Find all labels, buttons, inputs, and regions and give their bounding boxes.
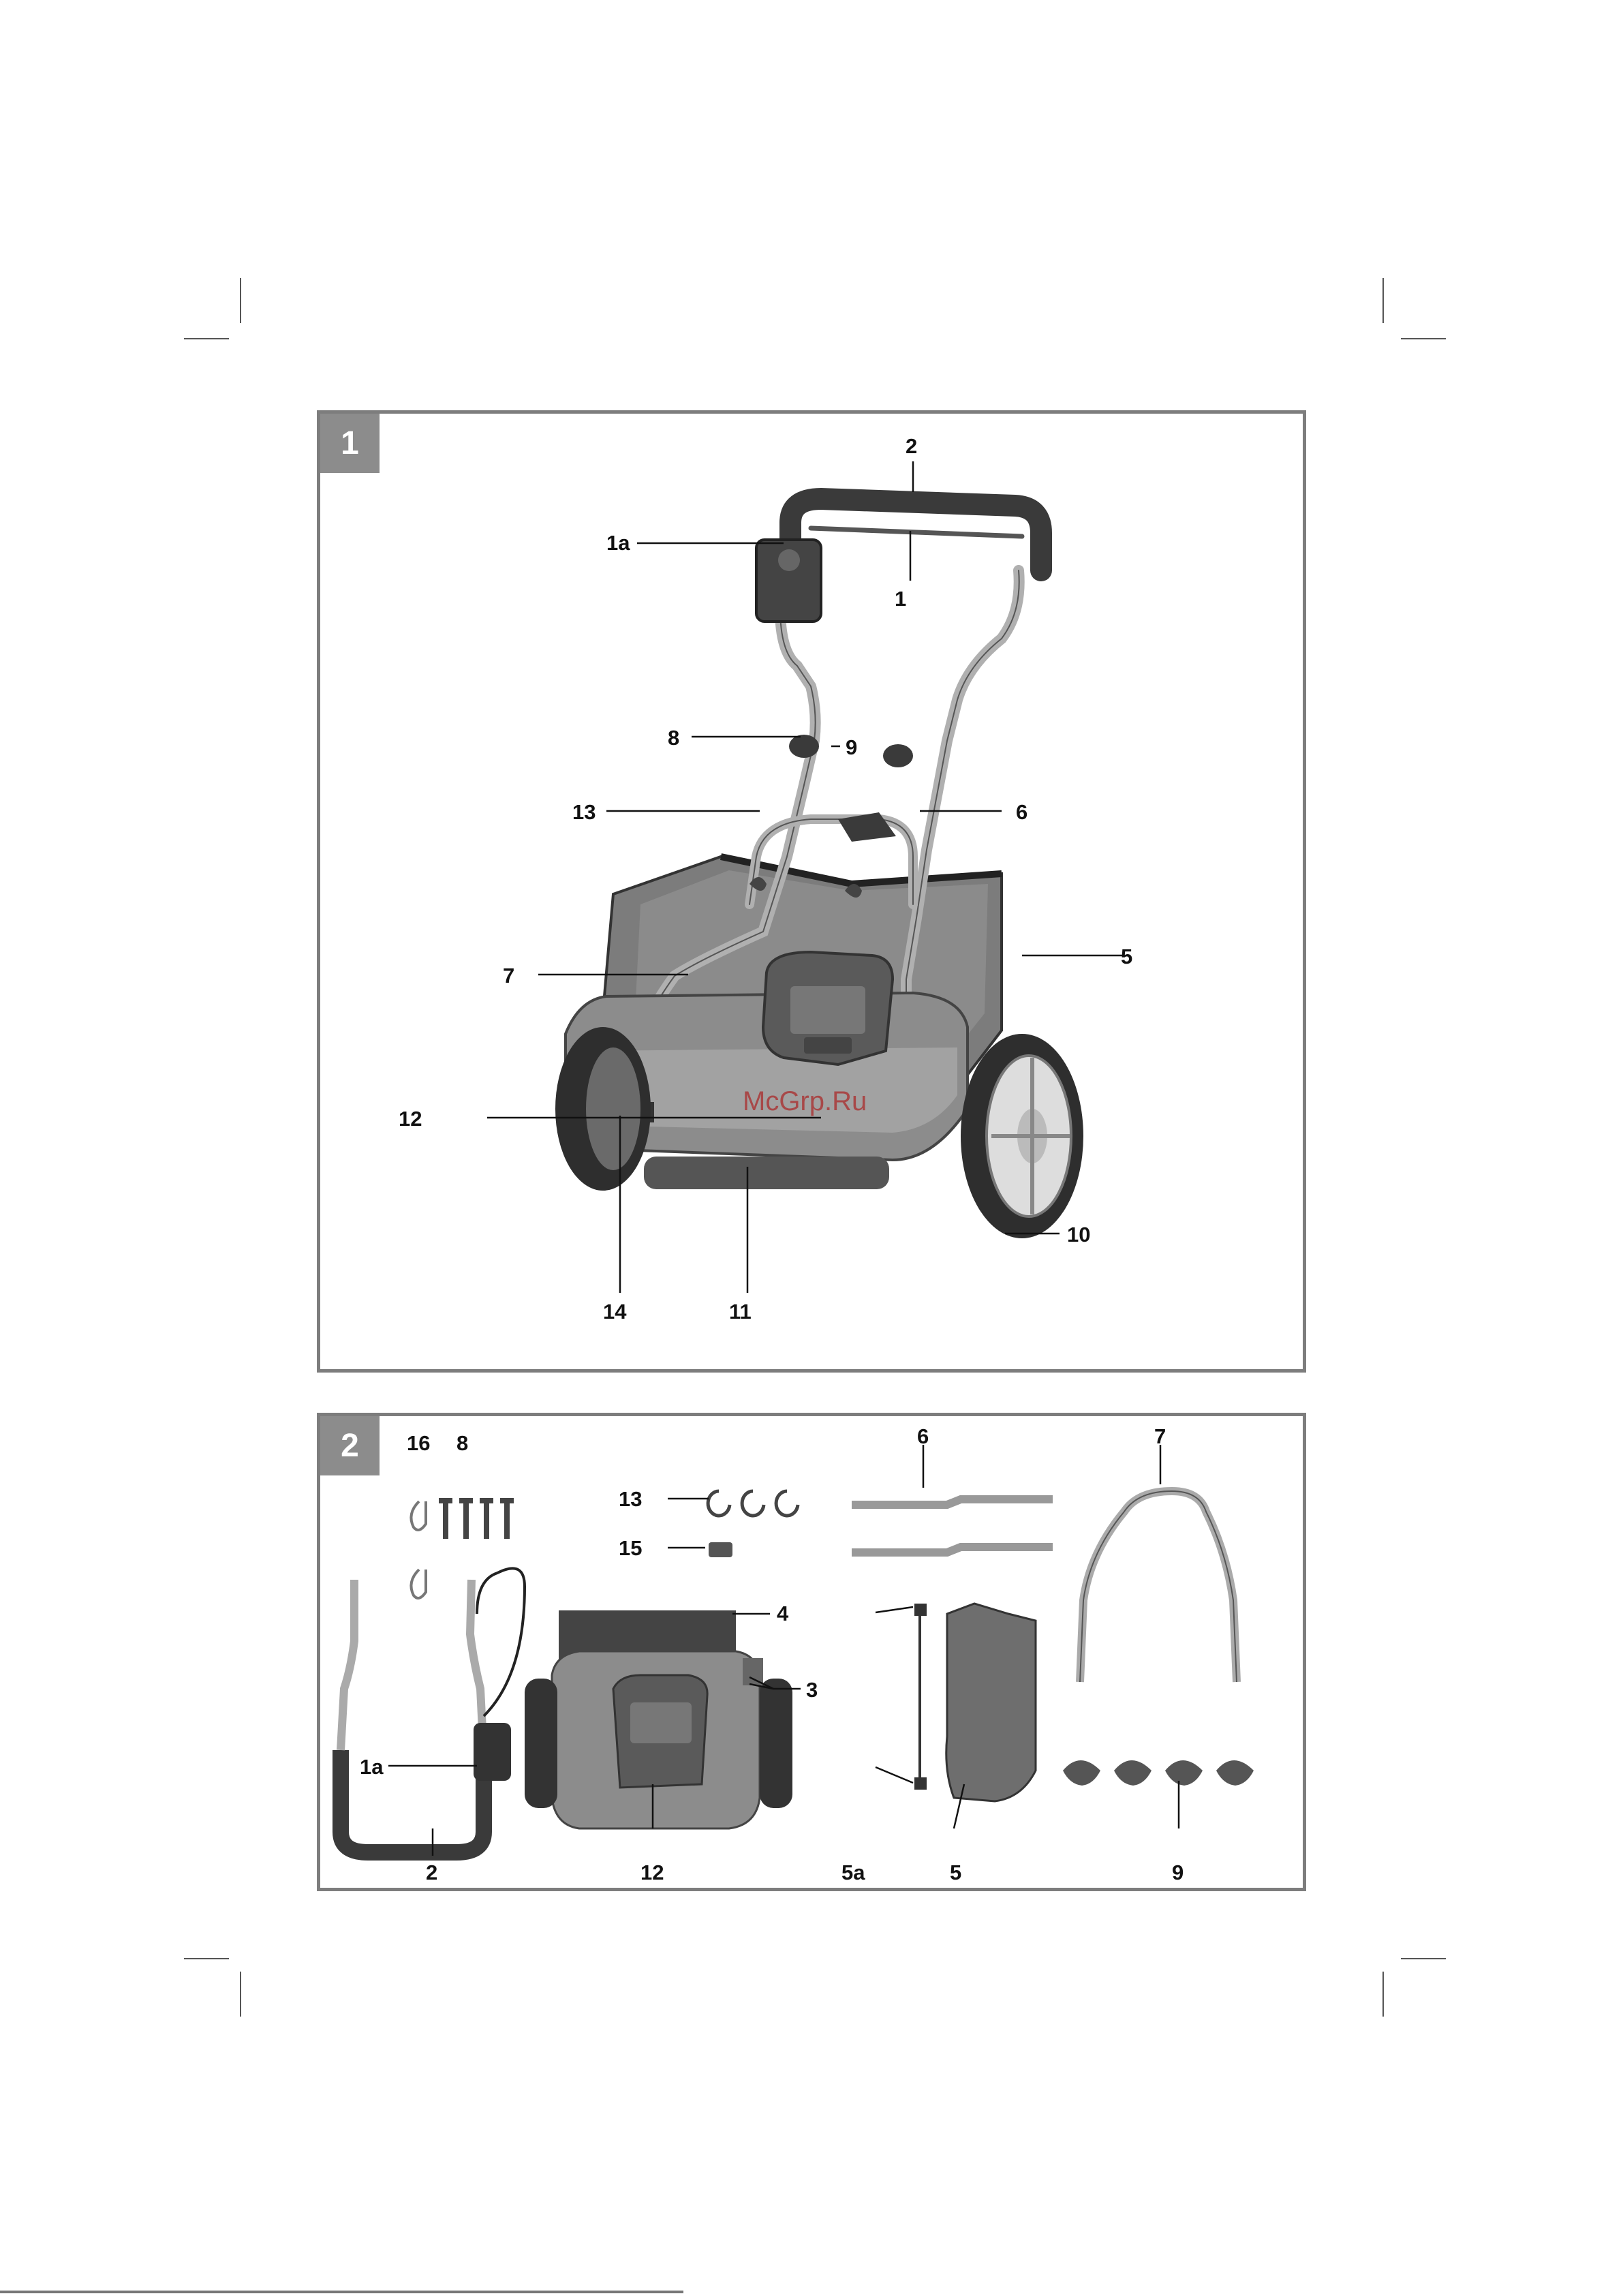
- mower-housing: [525, 1610, 792, 1828]
- right-wheel: [961, 1034, 1083, 1238]
- left-wheel: [555, 1027, 651, 1191]
- callout-7: 7: [503, 964, 514, 988]
- callout-16: 16: [407, 1431, 430, 1455]
- callout-3: 3: [806, 1678, 818, 1702]
- crop-mark-top-right-h: [1401, 338, 1446, 339]
- callout-5a: 5a: [841, 1861, 865, 1884]
- callout-9: 9: [1172, 1861, 1184, 1884]
- callout-6: 6: [1016, 800, 1027, 824]
- callout-5: 5: [1121, 945, 1132, 968]
- crop-mark-top-left-v: [240, 278, 241, 323]
- callout-14: 14: [603, 1300, 627, 1323]
- crop-mark-top-right-v: [1382, 278, 1384, 323]
- callout-13: 13: [619, 1487, 642, 1511]
- callout-9: 9: [846, 735, 857, 759]
- callout-15: 15: [619, 1536, 642, 1560]
- cable-connector: [709, 1542, 732, 1557]
- switch-box: [474, 1723, 511, 1781]
- callout-1a: 1a: [360, 1755, 384, 1779]
- star-knobs: [1063, 1760, 1254, 1786]
- crop-mark-bottom-left-h: [184, 1958, 229, 1959]
- crop-mark-bottom-left-v: [240, 1972, 241, 2017]
- callout-12: 12: [399, 1107, 422, 1131]
- lower-tubes: [852, 1499, 1053, 1552]
- cable-clips: [708, 1491, 798, 1516]
- star-knob: [883, 744, 913, 767]
- figure-2-illustration: 16 8 13 15 6 7 4 3 1a 2 12 5a 5 9: [320, 1416, 1303, 1888]
- callout-1a: 1a: [606, 531, 630, 555]
- callout-8: 8: [668, 726, 679, 750]
- figure-1-illustration: McGrp.Ru 2 1a 1 8 9 13 6 5 7 12 10: [320, 414, 1303, 1369]
- upper-handle: [341, 1568, 525, 1852]
- callout-2: 2: [426, 1861, 437, 1884]
- callout-2: 2: [906, 434, 917, 458]
- callout-13: 13: [572, 800, 596, 824]
- crop-mark-bottom-right-v: [1382, 1972, 1384, 2017]
- callout-7: 7: [1154, 1424, 1166, 1448]
- u-bracket: [1080, 1491, 1237, 1682]
- star-knob: [789, 735, 819, 758]
- callout-10: 10: [1067, 1223, 1090, 1246]
- bottom-rule: [0, 2291, 683, 2293]
- bolts: [439, 1498, 514, 1539]
- crop-mark-bottom-right-h: [1401, 1958, 1446, 1959]
- callout-4: 4: [777, 1602, 789, 1625]
- callout-12: 12: [640, 1861, 664, 1884]
- cotter-pins: [411, 1501, 426, 1598]
- callout-5: 5: [950, 1861, 961, 1884]
- figure-1-panel: 1: [317, 410, 1306, 1373]
- callout-1: 1: [895, 587, 906, 611]
- figure-2-panel: 2: [317, 1413, 1306, 1891]
- watermark: McGrp.Ru: [743, 1086, 867, 1116]
- crop-mark-top-left-h: [184, 338, 229, 339]
- grass-bag: [946, 1604, 1036, 1801]
- callout-6: 6: [917, 1424, 929, 1448]
- callout-11: 11: [729, 1300, 752, 1323]
- callout-8: 8: [457, 1431, 468, 1455]
